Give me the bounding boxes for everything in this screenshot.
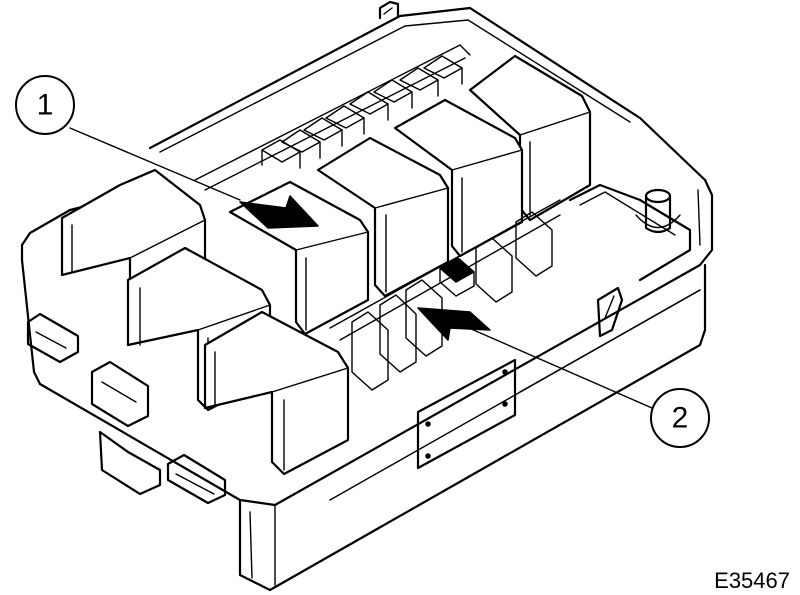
reference-code: E35467 <box>714 568 790 593</box>
callout-1-leader <box>69 127 241 201</box>
callout-2-circle <box>650 388 710 448</box>
callout-2-label: 2 <box>672 402 689 435</box>
housing <box>20 0 714 592</box>
fuse-front-row <box>329 199 561 391</box>
callout-1-label: 1 <box>37 89 54 122</box>
callout-1-arrow <box>239 195 319 229</box>
callout-1: 1 <box>15 75 319 229</box>
callout-2: 2 <box>417 307 710 448</box>
callout-1-circle <box>15 75 75 135</box>
callout-2-leader <box>461 324 653 409</box>
relay-front-row <box>60 168 350 476</box>
fuse-back-row <box>261 55 463 169</box>
relay-back-row <box>228 54 592 336</box>
mounting-tabs <box>26 312 227 505</box>
callout-2-arrow <box>417 307 491 341</box>
